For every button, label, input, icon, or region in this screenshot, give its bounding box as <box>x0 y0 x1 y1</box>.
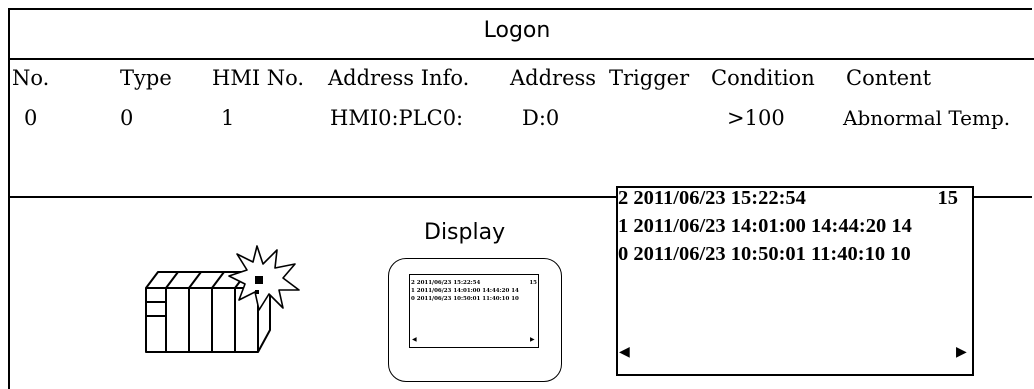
cell-type: 0 <box>120 106 134 130</box>
scroll-left-arrow-icon[interactable]: ◀ <box>619 344 630 360</box>
left-border <box>8 198 10 389</box>
header-no: No. <box>12 66 50 90</box>
header-trigger: Trigger <box>609 66 690 90</box>
mini-alarm-row: 2 2011/06/23 15:22:54 15 <box>411 280 537 286</box>
alarm-history-screen <box>616 186 974 376</box>
plc-rack-icon <box>145 271 271 353</box>
cell-content: Abnormal Temp. <box>843 106 1011 130</box>
mini-scroll-left-icon[interactable]: ◀ <box>412 336 417 343</box>
scroll-right-arrow-icon[interactable]: ▶ <box>956 344 967 360</box>
display-title: Display <box>424 220 506 245</box>
cell-no: 0 <box>24 106 38 130</box>
hmi-device-frame <box>388 258 562 382</box>
cell-hmi-no: 1 <box>221 106 235 130</box>
mini-alarm-row: 1 2011/06/23 14:01:00 14:44:20 14 <box>411 288 519 294</box>
header-address-info: Address Info. <box>328 66 470 90</box>
cell-address: D:0 <box>522 106 560 130</box>
mini-alarm-row: 0 2011/06/23 10:50:01 11:40:10 10 <box>411 296 519 302</box>
logon-title: Logon <box>483 18 551 43</box>
logon-header-divider <box>8 58 1034 60</box>
header-hmi-no: HMI No. <box>212 66 305 90</box>
alarm-row: 2 2011/06/23 15:22:54 15 <box>618 187 958 209</box>
header-type: Type <box>120 66 172 90</box>
cell-address-info: HMI0:PLC0: <box>330 106 464 130</box>
logon-panel <box>8 8 1032 198</box>
cell-condition: >100 <box>727 106 785 130</box>
alarm-row: 1 2011/06/23 14:01:00 14:44:20 14 <box>618 215 912 237</box>
header-condition: Condition <box>711 66 815 90</box>
mini-scroll-right-icon[interactable]: ▶ <box>530 336 535 343</box>
alarm-row: 0 2011/06/23 10:50:01 11:40:10 10 <box>618 243 911 265</box>
header-content: Content <box>846 66 932 90</box>
alarm-burst-icon <box>228 245 300 311</box>
header-address: Address <box>510 66 597 90</box>
hmi-mini-screen <box>409 274 539 348</box>
